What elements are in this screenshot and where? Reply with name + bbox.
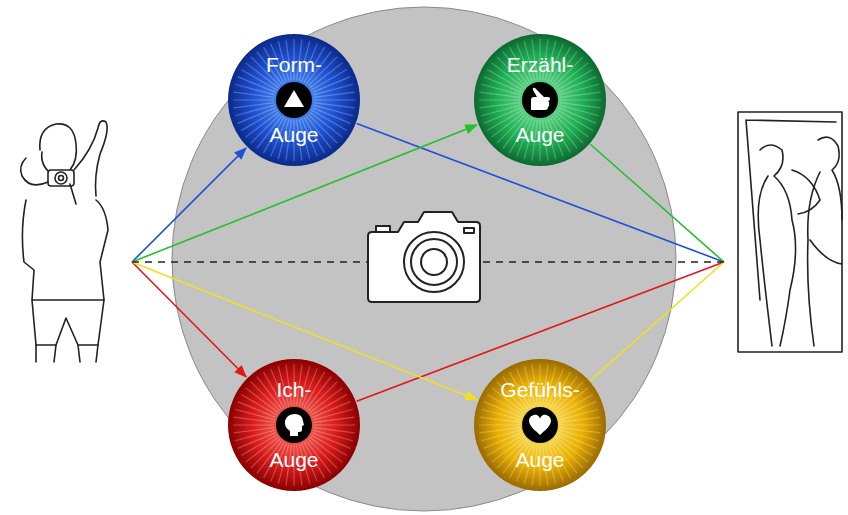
eye-label: Auge <box>515 448 564 472</box>
icon-disc <box>522 407 558 443</box>
eye-label: Auge <box>269 123 318 147</box>
sight-line <box>590 144 724 262</box>
eye-label: Gefühls- <box>500 378 579 402</box>
eye-circle: Gefühls- Auge <box>473 358 607 492</box>
sight-line <box>132 262 246 377</box>
icon-disc <box>522 82 558 118</box>
sight-lines <box>132 124 724 402</box>
eye-circle: Erzähl- Auge <box>473 33 607 167</box>
eye-label: Auge <box>515 123 564 147</box>
eye-label: Erzähl- <box>507 53 574 77</box>
eye-label: Form- <box>266 53 322 77</box>
eye-label: Auge <box>269 448 318 472</box>
eye-circle: Form- Auge <box>227 33 361 167</box>
sight-line <box>590 262 724 381</box>
icon-disc <box>276 407 312 443</box>
eye-icon <box>529 415 551 435</box>
eye-label: Ich- <box>276 378 311 402</box>
camera-symbol <box>368 212 480 302</box>
painting-figure <box>738 112 842 352</box>
eye-icon <box>285 414 304 436</box>
photographer-figure <box>21 121 108 362</box>
sight-line <box>132 148 246 262</box>
eye-icon <box>531 88 550 110</box>
icon-disc <box>276 82 312 118</box>
lens-region <box>172 7 676 511</box>
eye-circle: Ich- Auge <box>227 358 361 492</box>
eye-icon <box>284 90 304 107</box>
